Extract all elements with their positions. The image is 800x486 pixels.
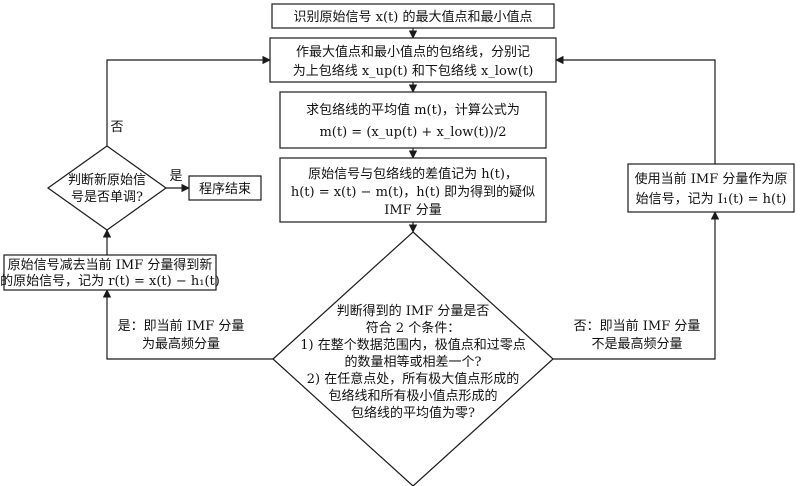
decision-main-line5: 2) 在任意点处，所有极大值点形成的 (307, 371, 519, 387)
node-right-line2: 始信号，记为 I₁(t) = h(t) (636, 192, 787, 207)
node-n4-line2: h(t) = x(t) − m(t)，h(t) 即为得到的疑似 (291, 184, 535, 200)
node-left-line1: 原始信号减去当前 IMF 分量得到新 (8, 257, 213, 273)
decision-main-line3: 1) 在整个数据范围内，极值点和过零点 (300, 337, 525, 353)
label-no-top: 否 (110, 120, 123, 135)
label-no-right-line1: 否：即当前 IMF 分量 (574, 318, 701, 334)
node-end-text: 程序结束 (199, 182, 251, 197)
connectors (102, 28, 720, 360)
node-end-box (188, 175, 262, 201)
arrow-decision-yes-left (102, 289, 273, 360)
node-right-line1: 使用当前 IMF 分量作为原 (635, 171, 788, 187)
node-n1: 识别原始信号 x(t) 的最大值点和最小值点 (271, 3, 555, 29)
arrow-mono-no-n2 (106, 55, 271, 146)
node-n1-box (271, 3, 555, 29)
arrow-decision-no-right (553, 211, 720, 360)
node-left-line2: 的原始信号，记为 r(t) = x(t) − h₁(t) (0, 273, 220, 289)
decision-main-line6: 包络线和所有极小值点形成的 (328, 388, 497, 404)
node-n4-box (279, 157, 547, 223)
label-yes-end: 是 (169, 169, 182, 184)
decision-mono: 判断新原始信 号是否单调? (46, 145, 168, 231)
node-n3-line1: 求包络线的平均值 m(t)，计算公式为 (306, 102, 520, 118)
node-left: 原始信号减去当前 IMF 分量得到新 的原始信号，记为 r(t) = x(t) … (0, 254, 220, 291)
node-right: 使用当前 IMF 分量作为原 始信号，记为 I₁(t) = h(t) (627, 163, 795, 213)
decision-mono-shape (46, 145, 168, 231)
node-n3: 求包络线的平均值 m(t)，计算公式为 m(t) = (x_up(t) + x_… (279, 91, 547, 149)
node-n2: 作最大值点和最小值点的包络线，分别记 为上包络线 x_up(t) 和下包络线 x… (269, 37, 557, 83)
node-n4: 原始信号与包络线的差值记为 h(t)， h(t) = x(t) − m(t)，h… (279, 157, 547, 223)
arrow-rightbox-n2 (555, 55, 716, 164)
node-right-box (627, 163, 795, 213)
node-n2-line1: 作最大值点和最小值点的包络线，分别记 (296, 44, 530, 60)
decision-mono-line1: 判断新原始信 (68, 172, 146, 188)
decision-main-line2: 符合 2 个条件： (366, 320, 461, 336)
decision-mono-line2: 号是否单调? (71, 190, 143, 205)
label-yes-left-line1: 是：即当前 IMF 分量 (118, 318, 245, 334)
decision-main-shape (272, 231, 554, 486)
node-end: 程序结束 (188, 175, 262, 201)
node-left-box (3, 254, 217, 291)
decision-main-line4: 的数量相等或相差一个? (345, 354, 482, 370)
label-no-right-line2: 不是最高频分量 (591, 336, 682, 352)
label-yes-left-line2: 为最高频分量 (142, 336, 220, 352)
decision-main-line1: 判断得到的 IMF 分量是否 (337, 303, 490, 319)
node-n4-line1: 原始信号与包络线的差值记为 h(t)， (308, 166, 518, 182)
decision-main-line7: 包络线的平均值为零? (351, 405, 475, 421)
node-n3-line2: m(t) = (x_up(t) + x_low(t))/2 (319, 125, 506, 140)
node-n2-line2: 为上包络线 x_up(t) 和下包络线 x_low(t) (293, 63, 534, 79)
node-n4-line3: IMF 分量 (384, 203, 442, 218)
node-n1-text: 识别原始信号 x(t) 的最大值点和最小值点 (294, 9, 533, 25)
node-n3-box (279, 91, 547, 149)
node-n2-box (269, 37, 557, 83)
decision-main: 判断得到的 IMF 分量是否 符合 2 个条件： 1) 在整个数据范围内，极值点… (272, 231, 554, 486)
